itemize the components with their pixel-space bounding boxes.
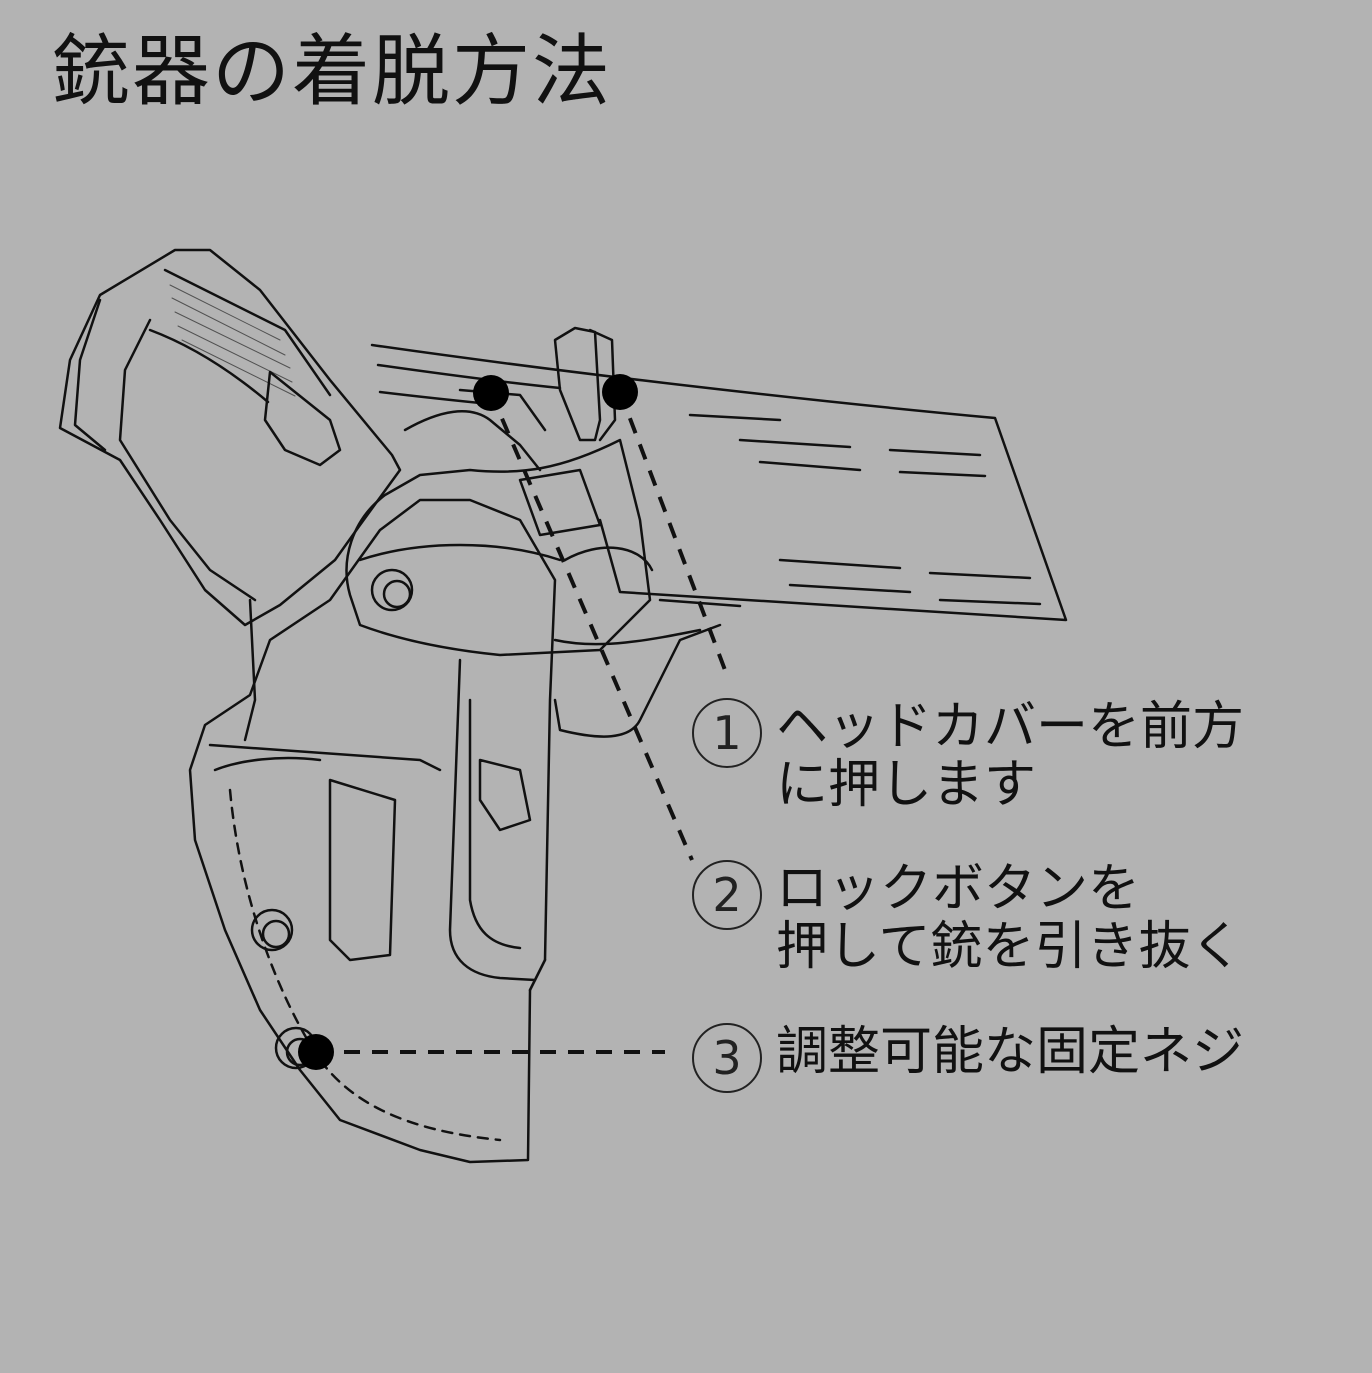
page-title: 銃器の着脱方法 [52,27,613,117]
screws [250,568,414,1070]
pistol-grip [58,248,402,742]
callout-dots [298,374,638,1070]
step-1-text: ヘッドカバーを前方 に押します [776,697,1245,815]
step-2-text: ロックボタンを 押して銃を引き抜く [776,859,1243,977]
holster-body [188,498,722,1164]
step-1-number: 1 [692,698,762,768]
step-2: 2 ロックボタンを 押して銃を引き抜く [692,860,1242,976]
step-3-text: 調整可能な固定ネジ [776,1022,1245,1082]
step-2-number: 2 [692,860,762,930]
callout-leaders [316,391,727,1054]
step-1: 1 ヘッドカバーを前方 に押します [692,698,1244,814]
step-3-number: 3 [692,1023,762,1093]
step-3: 3 調整可能な固定ネジ [692,1023,1244,1093]
grip-texture [169,284,296,397]
